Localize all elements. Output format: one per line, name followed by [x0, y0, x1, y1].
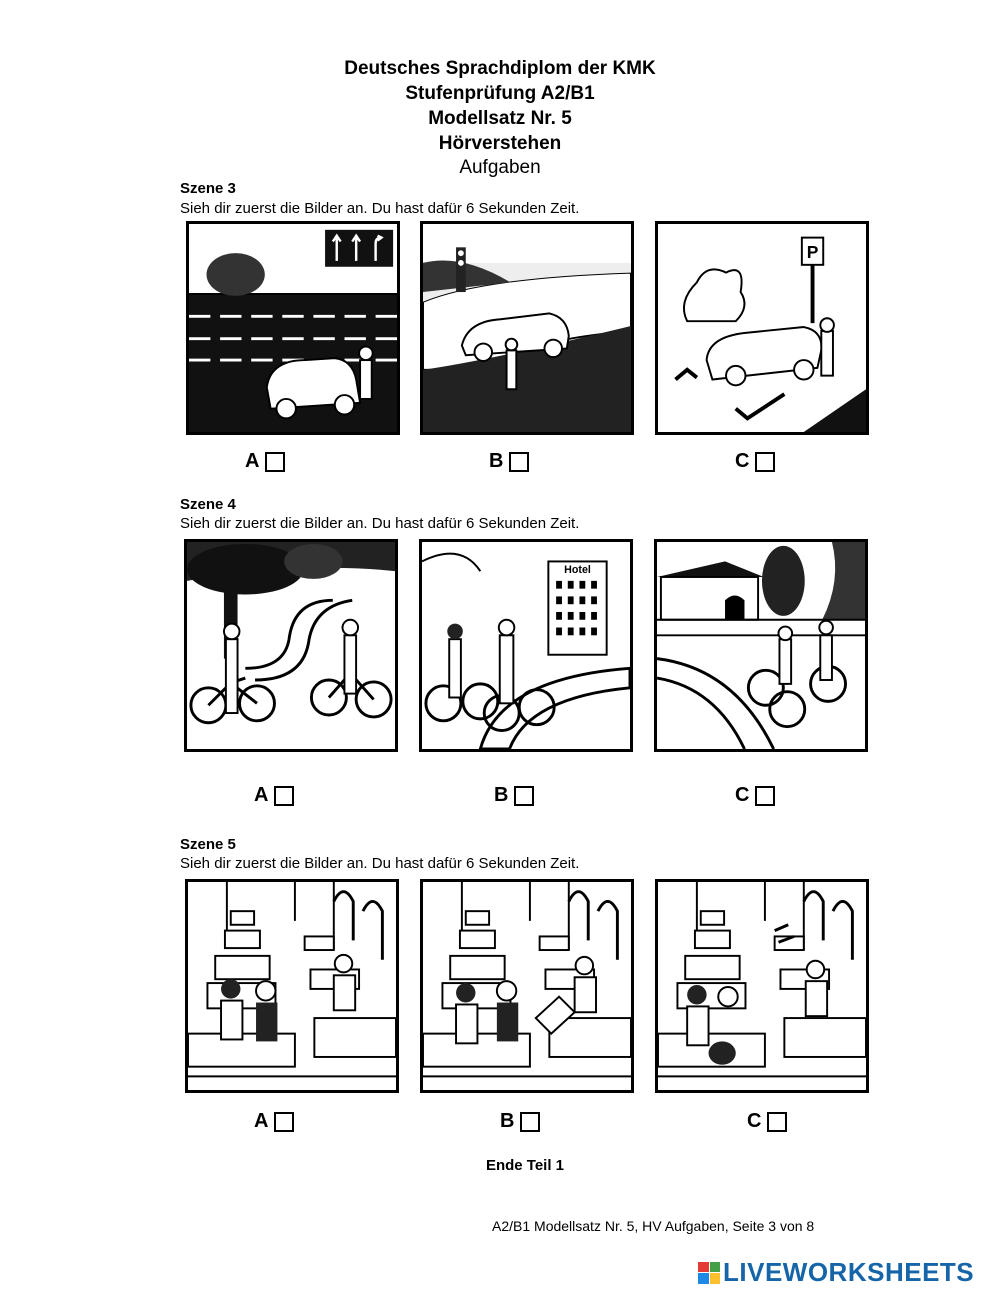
scene-4-checkbox-b[interactable] [514, 785, 535, 806]
scene-4-title: Szene 4 [180, 496, 236, 513]
scene-4-checkbox-c[interactable] [755, 785, 776, 806]
scene-5-instruction: Sieh dir zuerst die Bilder an. Du hast d… [180, 855, 580, 872]
liveworksheets-logo-icon [698, 1261, 720, 1284]
header-level: Stufenprüfung A2/B1 [405, 83, 595, 104]
scene-4-image-c [654, 539, 868, 752]
scene-3-checkbox-b[interactable] [509, 451, 530, 472]
scene-3-image-b [420, 221, 634, 435]
scene-3-option-c: C [735, 450, 776, 473]
header-set: Modellsatz Nr. 5 [428, 108, 572, 129]
parking-sign-text: P [807, 242, 819, 262]
scene-3-checkbox-a[interactable] [265, 451, 286, 472]
option-label: B [500, 1110, 515, 1132]
scene-4-image-a [184, 539, 398, 752]
scene-3-checkbox-c[interactable] [755, 451, 776, 472]
scene-3-instruction: Sieh dir zuerst die Bilder an. Du hast d… [180, 200, 580, 217]
header-section: Hörverstehen [438, 133, 562, 154]
option-label: B [494, 784, 509, 806]
scene-5-title: Szene 5 [180, 836, 236, 853]
scene-3-image-c: P [655, 221, 869, 435]
scene-5-option-b: B [500, 1110, 541, 1133]
scene-3-title: Szene 3 [180, 180, 236, 197]
scene-4-option-a: A [254, 784, 295, 807]
option-label: A [245, 450, 260, 472]
scene-5-option-a: A [254, 1110, 295, 1133]
scene-5-image-b [420, 879, 634, 1093]
header-title: Deutsches Sprachdiplom der KMK [344, 58, 656, 79]
scene-4-checkbox-a[interactable] [274, 785, 295, 806]
scene-5-checkbox-c[interactable] [767, 1111, 788, 1132]
option-label: C [735, 450, 750, 472]
liveworksheets-brand[interactable]: LIVEWORKSHEETS [698, 1257, 974, 1288]
option-label: B [489, 450, 504, 472]
option-label: A [254, 784, 269, 806]
scene-3-option-a: A [245, 450, 286, 473]
scene-5-image-a [185, 879, 399, 1093]
end-part-label: Ende Teil 1 [485, 1157, 565, 1174]
scene-3-option-b: B [489, 450, 530, 473]
document-header: Deutsches Sprachdiplom der KMK Stufenprü… [0, 56, 1000, 180]
scene-4-image-b: Hotel [419, 539, 633, 752]
scene-5-image-c [655, 879, 869, 1093]
scene-5-checkbox-a[interactable] [274, 1111, 295, 1132]
option-label: C [735, 784, 750, 806]
option-label: C [747, 1110, 762, 1132]
scene-4-option-b: B [494, 784, 535, 807]
scene-4-instruction: Sieh dir zuerst die Bilder an. Du hast d… [180, 515, 580, 532]
brand-name: LIVEWORKSHEETS [723, 1257, 975, 1287]
hotel-sign-text: Hotel [564, 564, 591, 576]
scene-5-option-c: C [747, 1110, 788, 1133]
scene-3-image-a [186, 221, 400, 435]
page-footer: A2/B1 Modellsatz Nr. 5, HV Aufgaben, Sei… [492, 1218, 815, 1234]
header-tasks: Aufgaben [459, 157, 541, 178]
option-label: A [254, 1110, 269, 1132]
scene-4-option-c: C [735, 784, 776, 807]
scene-5-checkbox-b[interactable] [520, 1111, 541, 1132]
